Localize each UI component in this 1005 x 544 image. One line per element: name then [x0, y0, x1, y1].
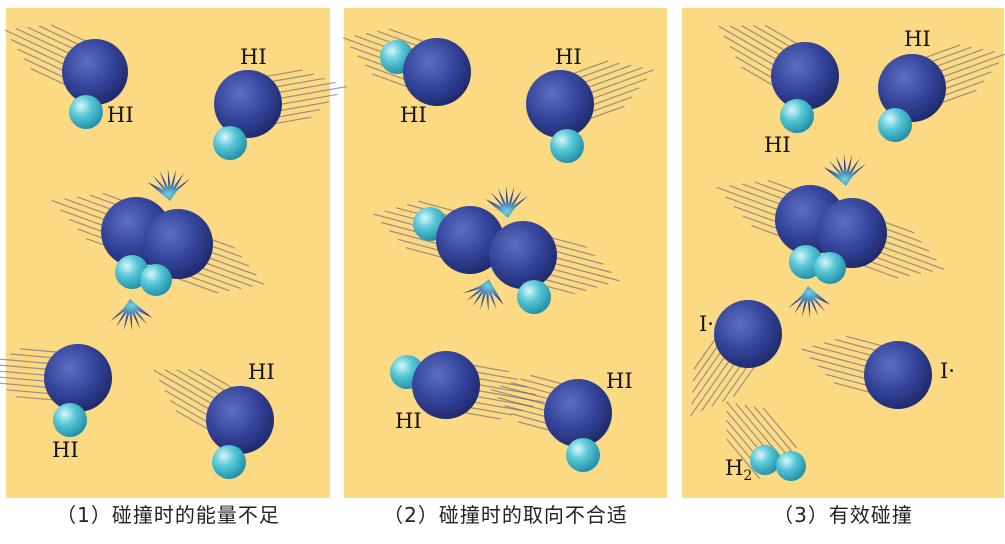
panel-3-molecules — [714, 42, 946, 481]
collision-sparks — [109, 154, 867, 331]
iodine-atom — [412, 351, 480, 419]
molecule-label: HI — [240, 45, 267, 69]
molecule-label: HI — [764, 133, 791, 157]
h2-label-subscript: 2 — [743, 468, 752, 484]
hydrogen-atom — [69, 95, 103, 129]
radical-label: I· — [940, 359, 955, 383]
h2-label: H2 — [725, 456, 752, 484]
colliding-pair — [101, 197, 213, 296]
iodine-atom — [771, 42, 839, 110]
collision-spark — [485, 186, 529, 218]
motion-streak — [762, 407, 797, 448]
hydrogen-atom — [780, 99, 814, 133]
radical-label: I· — [699, 312, 714, 336]
iodine-atom — [714, 300, 782, 368]
molecule-label: HI — [395, 409, 422, 433]
hydrogen-atom — [878, 108, 912, 142]
motion-streak — [744, 404, 788, 456]
molecule-label: HI — [400, 103, 427, 127]
iodine-atom — [864, 341, 932, 409]
h2-label-base: H — [725, 456, 743, 480]
molecule-label: HI — [107, 103, 134, 127]
iodine-atom — [489, 221, 557, 289]
molecule-label: HI — [606, 369, 633, 393]
iodine-atom — [436, 206, 504, 274]
iodine-atom — [817, 198, 887, 268]
hydrogen-atom — [53, 403, 87, 437]
hydrogen-atom — [517, 280, 551, 314]
iodine-radical — [864, 341, 932, 409]
hydrogen-atom — [213, 126, 247, 160]
collision-spark — [462, 279, 504, 311]
molecule-label: HI — [248, 360, 275, 384]
panel-3-caption: （3）有效碰撞 — [773, 503, 913, 527]
molecule-label: HI — [904, 27, 931, 51]
hi-molecule — [62, 39, 128, 129]
colliding-pair — [413, 206, 557, 314]
iodine-atom — [206, 386, 274, 454]
collision-spark — [823, 154, 867, 186]
hi-molecule — [544, 379, 612, 472]
iodine-atom — [403, 38, 471, 106]
iodine-atom — [214, 70, 282, 138]
motion-streak — [753, 406, 793, 452]
panel-1-caption: （1）碰撞时的能量不足 — [56, 503, 280, 527]
hydrogen-atom — [750, 445, 780, 475]
collision-spark — [787, 286, 831, 318]
hydrogen-atom — [212, 445, 246, 479]
hi-molecule — [878, 54, 946, 142]
hydrogen-atom — [776, 451, 806, 481]
iodine-atom — [143, 209, 213, 279]
molecule-label: HI — [555, 45, 582, 69]
collision-spark — [109, 299, 153, 331]
hi-molecule — [213, 70, 282, 160]
motion-streak — [726, 438, 761, 479]
hi-molecule — [771, 42, 839, 133]
iodine-atom — [44, 344, 112, 412]
hi-molecule — [380, 38, 471, 106]
molecule-label: HI — [52, 438, 79, 462]
hi-molecule — [390, 351, 480, 419]
iodine-atom — [544, 379, 612, 447]
hydrogen-atom — [566, 438, 600, 472]
hi-molecule — [206, 386, 274, 479]
iodine-atom — [526, 70, 594, 138]
colliding-pair — [775, 185, 887, 284]
hi-molecule — [44, 344, 112, 437]
panel-1-molecules — [44, 39, 282, 479]
hydrogen-atom — [550, 129, 584, 163]
iodine-atom — [62, 39, 128, 105]
panel-2-molecules — [380, 38, 612, 472]
iodine-atom — [878, 54, 946, 122]
hydrogen-atom — [814, 252, 846, 284]
iodine-radical — [714, 300, 782, 368]
hi-molecule — [526, 70, 594, 163]
collision-spark — [147, 169, 191, 201]
hydrogen-atom — [140, 264, 172, 296]
h2-molecule — [750, 445, 806, 481]
panel-2-caption: （2）碰撞时的取向不合适 — [383, 503, 628, 527]
